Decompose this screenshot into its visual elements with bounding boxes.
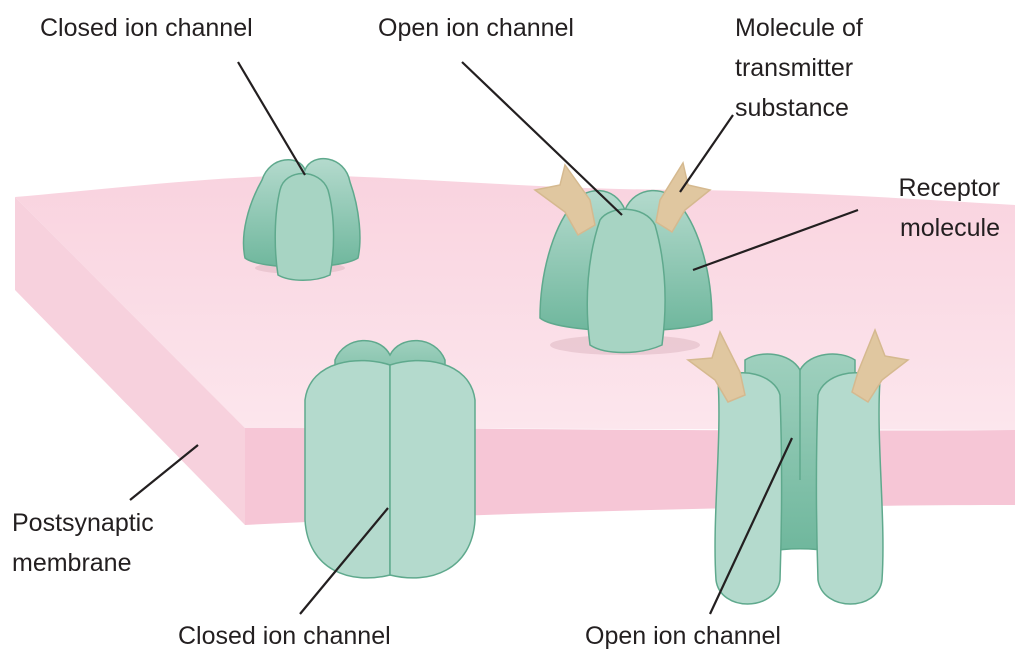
label-closed-ion-channel-bottom: Closed ion channel: [178, 622, 391, 650]
closed-ion-channel-bottom: [304, 339, 476, 579]
label-line: Receptor: [898, 174, 1000, 202]
label-open-ion-channel-top: Open ion channel: [378, 14, 574, 42]
label-receptor-molecule: Receptor molecule: [899, 168, 1000, 248]
label-line: Postsynaptic: [12, 509, 154, 537]
membrane-left-face: [15, 197, 245, 525]
transmitter-molecule-icon: [685, 329, 746, 403]
label-line: substance: [735, 94, 849, 122]
leader-molecule: [679, 114, 734, 193]
label-postsynaptic-membrane: Postsynaptic membrane: [12, 503, 154, 583]
leader-lines: [129, 61, 859, 615]
leader-open-bottom: [709, 437, 793, 615]
label-line: molecule: [899, 214, 1000, 242]
leader-open-top: [461, 61, 623, 216]
label-line: Molecule of: [735, 14, 863, 42]
leader-closed-top: [237, 61, 306, 176]
open-ion-channel-top: [533, 161, 713, 355]
leader-membrane: [129, 444, 199, 501]
label-molecule-of-transmitter: Molecule of transmitter substance: [735, 8, 863, 128]
open-ion-channel-bottom: [685, 327, 910, 605]
transmitter-molecule-icon: [533, 163, 596, 237]
label-line: membrane: [12, 549, 132, 577]
leader-receptor: [692, 208, 859, 272]
label-closed-ion-channel-top: Closed ion channel: [40, 14, 253, 42]
closed-ion-channel-top: [242, 157, 361, 281]
transmitter-molecule-icon: [851, 327, 910, 404]
label-line: transmitter: [735, 54, 854, 82]
leader-closed-bottom: [299, 507, 389, 615]
label-open-ion-channel-bottom: Open ion channel: [585, 622, 781, 650]
